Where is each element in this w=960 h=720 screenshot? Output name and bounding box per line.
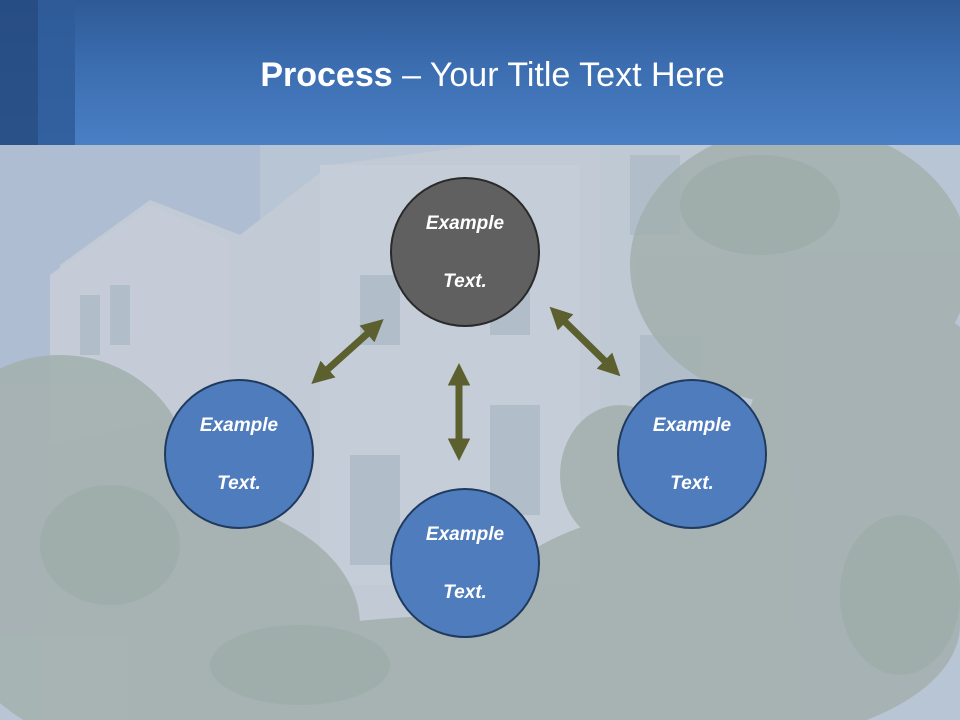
arrow-top-left (311, 319, 384, 384)
node-text-line2: Text. (443, 270, 487, 292)
title-rest: – Your Title Text Here (392, 56, 725, 94)
slide-title: Process – Your Title Text Here (0, 54, 960, 96)
node-text-line2: Text. (217, 472, 261, 494)
node-text-line2: Text. (443, 581, 487, 603)
arrow-top-right (549, 306, 621, 377)
header-accent-stripe (0, 0, 38, 145)
node-text-line1: Example (425, 523, 505, 545)
node-text-line1: Example (425, 212, 505, 234)
title-bold: Process (260, 56, 393, 94)
title-bar: Process – Your Title Text Here (0, 0, 960, 145)
node-text-line1: Example (652, 414, 732, 436)
node-text-line1: Example (199, 414, 279, 436)
node-text-line2: Text. (670, 472, 714, 494)
header-accent-stripe (38, 0, 75, 145)
